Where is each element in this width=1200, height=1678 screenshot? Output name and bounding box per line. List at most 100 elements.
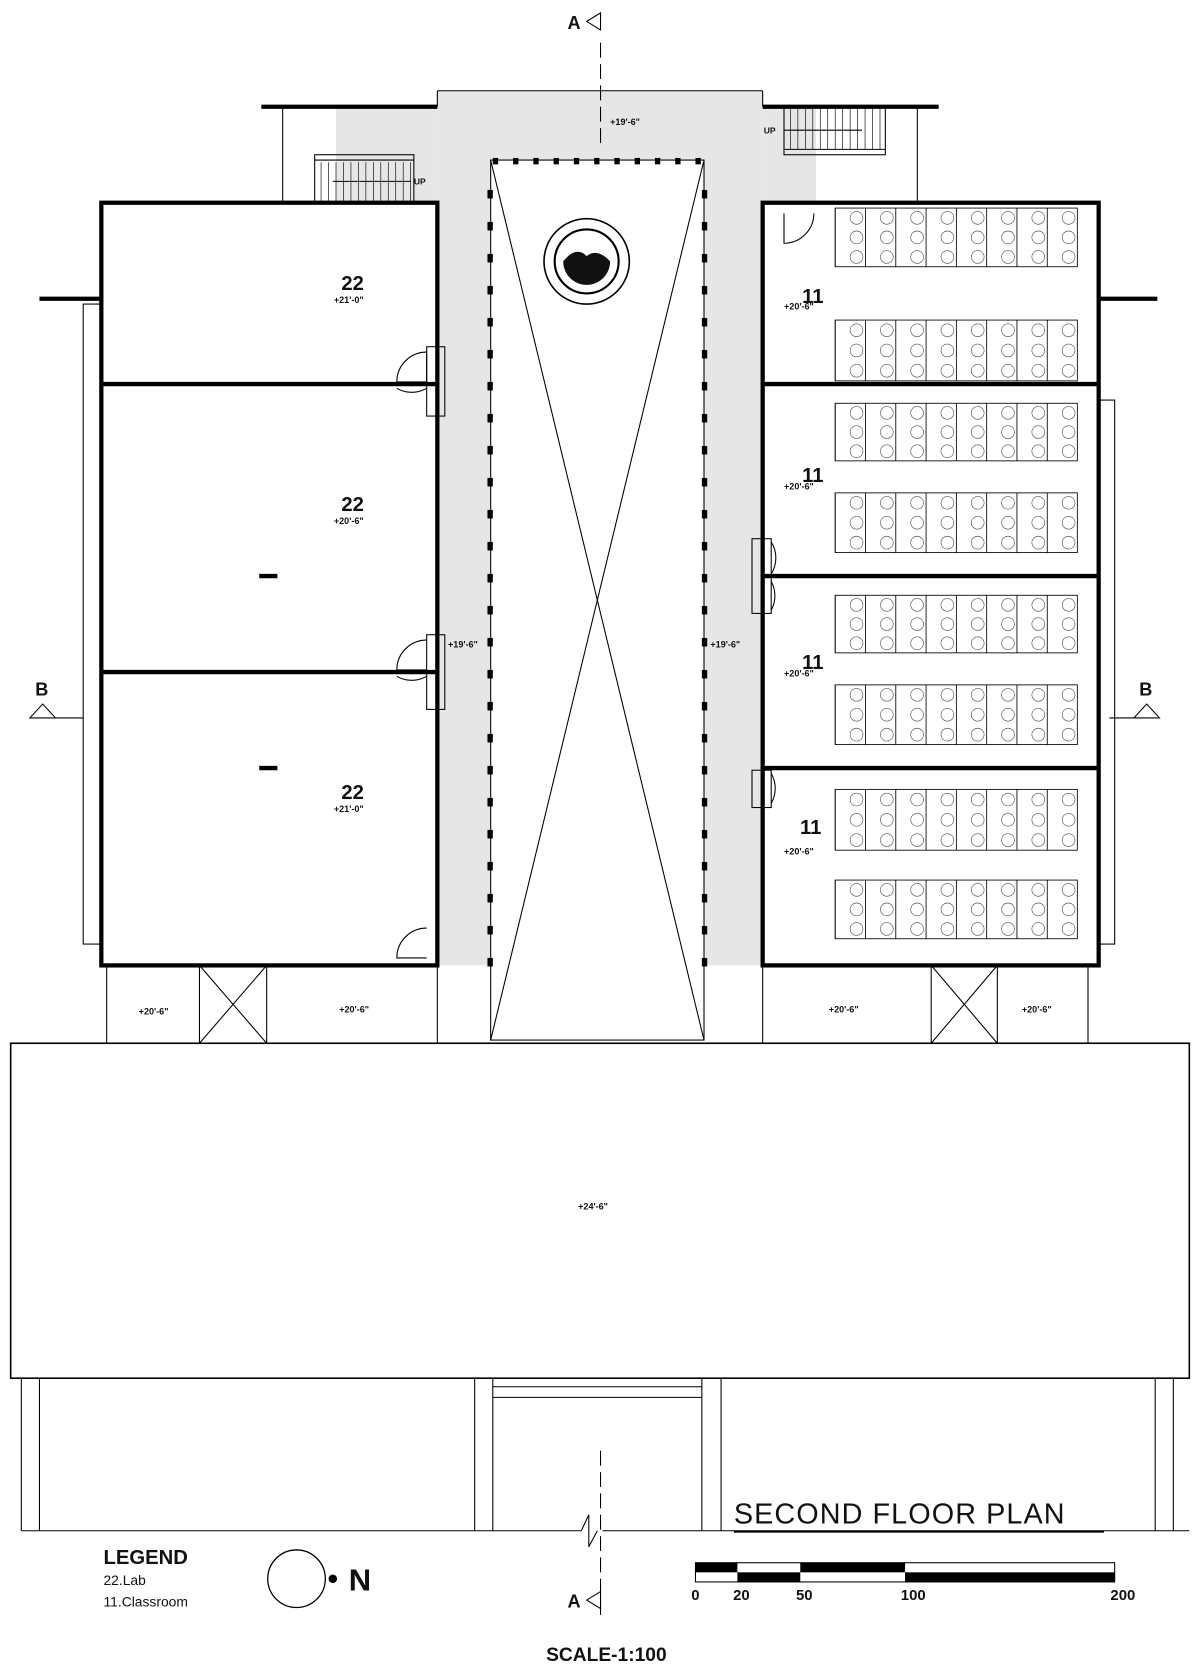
- corridor-level-right: +19'-6": [710, 640, 740, 650]
- chair: [880, 902, 894, 917]
- column: [701, 957, 708, 967]
- chair: [1061, 598, 1076, 612]
- column: [701, 573, 708, 583]
- chair: [970, 813, 985, 827]
- entrance-level: +19'-6": [610, 117, 640, 127]
- chair: [910, 211, 924, 225]
- column: [675, 157, 681, 165]
- scale-tick-label: 20: [733, 1587, 750, 1604]
- chair: [1001, 813, 1015, 827]
- chair: [1001, 922, 1015, 936]
- classroom: 11 +20'-6": [784, 652, 824, 678]
- north-label: N: [349, 1562, 371, 1597]
- chair: [849, 617, 864, 631]
- column: [533, 157, 539, 165]
- chair: [1001, 444, 1015, 458]
- chair: [940, 343, 955, 358]
- room-level: +20'-6": [334, 516, 364, 526]
- room-number: 22: [341, 494, 364, 516]
- chair: [1031, 535, 1046, 550]
- column: [594, 157, 600, 165]
- room-number: 22: [341, 273, 364, 295]
- chair: [1001, 323, 1015, 337]
- chair: [1031, 211, 1046, 225]
- balcony-level: +20'-6": [139, 1006, 169, 1016]
- chair: [910, 364, 924, 378]
- chair: [849, 496, 864, 510]
- chair: [880, 496, 894, 510]
- section-marker-b-right: B: [1109, 680, 1161, 719]
- chair: [880, 406, 894, 420]
- column: [701, 637, 708, 647]
- chair: [1001, 598, 1015, 612]
- chair: [940, 636, 955, 650]
- chair: [849, 598, 864, 612]
- chair: [1031, 406, 1046, 420]
- chair: [970, 792, 985, 807]
- chair: [1061, 636, 1076, 650]
- balcony-level: +20'-6": [1022, 1004, 1052, 1014]
- svg-text:B: B: [1139, 680, 1152, 700]
- chair: [940, 922, 955, 936]
- chair: [1061, 496, 1076, 510]
- stair-right: UP: [764, 106, 886, 156]
- column: [487, 829, 493, 839]
- chair: [849, 792, 864, 807]
- chair: [849, 902, 864, 917]
- north-arrow: N: [267, 1549, 371, 1609]
- chair: [849, 364, 864, 378]
- column: [487, 701, 493, 711]
- chair: [1031, 708, 1046, 722]
- balcony-level: +20'-6": [829, 1004, 859, 1014]
- columns: [487, 157, 708, 967]
- chair: [970, 516, 985, 530]
- chair: [849, 922, 864, 936]
- room-level: +20'-6": [784, 482, 814, 492]
- room-level: +21'-0": [334, 804, 364, 814]
- chair: [1031, 496, 1046, 510]
- terrace: +24'-6": [9, 1042, 1191, 1379]
- chair: [1001, 833, 1015, 847]
- room-number: 11: [802, 465, 823, 487]
- chair: [880, 516, 894, 530]
- legend-item: 11.Classroom: [103, 1593, 187, 1609]
- chair: [1061, 425, 1076, 439]
- central-void: [490, 159, 705, 1041]
- chair: [1001, 343, 1015, 358]
- chair: [880, 211, 894, 225]
- chair: [849, 406, 864, 420]
- column: [487, 541, 493, 551]
- chair: [1001, 364, 1015, 378]
- column: [487, 349, 493, 359]
- chair: [910, 323, 924, 337]
- scale-tick-label: 50: [796, 1587, 813, 1604]
- chair: [1061, 708, 1076, 722]
- chair: [849, 883, 864, 897]
- chair: [910, 688, 924, 702]
- scale-tick-label: 0: [691, 1587, 699, 1604]
- chair: [1061, 902, 1076, 917]
- chair: [1061, 323, 1076, 337]
- classroom-block: +19'-6": [710, 200, 1158, 968]
- room-number: 22: [341, 782, 364, 804]
- chair: [1001, 636, 1015, 650]
- chair: [1061, 535, 1076, 550]
- column: [487, 477, 493, 487]
- column: [487, 861, 493, 871]
- chair: [849, 444, 864, 458]
- section-marker-a-top: A: [567, 11, 602, 33]
- chair: [940, 516, 955, 530]
- chair: [970, 323, 985, 337]
- chair: [880, 833, 894, 847]
- column: [487, 669, 493, 679]
- column: [701, 221, 708, 231]
- svg-text:A: A: [567, 13, 580, 33]
- column: [701, 701, 708, 711]
- chair: [940, 813, 955, 827]
- chair: [1061, 833, 1076, 847]
- chair: [1031, 636, 1046, 650]
- column: [573, 157, 580, 165]
- classroom: 11 +20'-6": [784, 817, 821, 856]
